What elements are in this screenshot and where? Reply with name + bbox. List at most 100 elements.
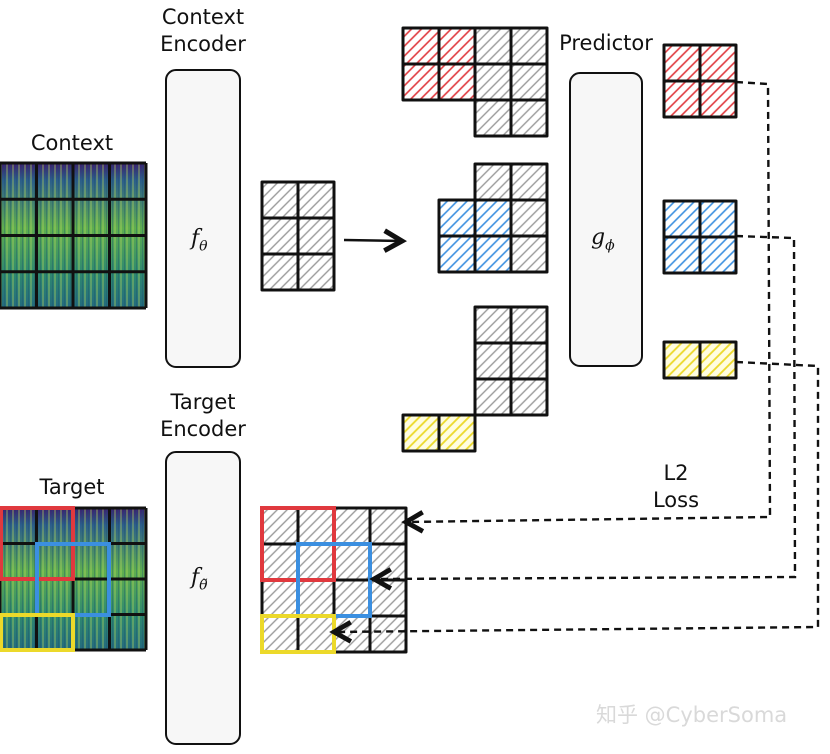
l2-loss-label: L2 Loss [640, 460, 712, 514]
predictor-input-yellow-grid-cell [509, 377, 549, 417]
predictor-input-blue-grid-cell [509, 162, 549, 202]
predicted-blue-grid-cell [698, 199, 738, 239]
predictor-input-red-grid-cell [401, 62, 441, 102]
predictor-input-blue-grid-cell [473, 162, 513, 202]
predictor-symbol-sub: ϕ [605, 237, 615, 254]
predicted-red-grid-cell [698, 43, 738, 83]
target-encoder-label-line1: Target [170, 390, 236, 414]
context-encoder-label-line1: Context [161, 5, 245, 29]
predictor-input-yellow-grid-cell [509, 341, 549, 381]
context-encoder-symbol-base: f [191, 226, 200, 251]
predictor-symbol-base: g [591, 225, 606, 250]
context-embedding-grid-cell [260, 216, 300, 256]
patch-grids [260, 26, 738, 654]
l2-loss-label-line1: L2 [663, 461, 689, 485]
predictor-input-red-grid-cell [509, 26, 549, 66]
target-embedding-grid-cell [260, 542, 300, 582]
predictor-input-red-grid-cell [509, 62, 549, 102]
target-embedding-grid-cell [260, 578, 300, 618]
target-encoder-box [165, 451, 241, 745]
predicted-blue-grid-cell [662, 235, 702, 275]
target-encoder-symbol: fθ̃ [191, 565, 208, 593]
predictor-box [569, 72, 643, 367]
target-embedding-grid-cell [332, 542, 372, 582]
target-encoder-label: Target Encoder [145, 389, 261, 443]
l2-loss-label-line2: Loss [652, 488, 700, 512]
predicted-red-grid-cell [698, 79, 738, 119]
predictor-input-yellow-grid-cell [473, 341, 513, 381]
predicted-red-grid-cell [662, 43, 702, 83]
target-embedding-grid-cell [260, 506, 300, 546]
context-embedding-grid [260, 180, 336, 292]
predictor-input-red-grid-cell [473, 62, 513, 102]
predictor-input-red-grid-cell [437, 26, 477, 66]
context-embedding-grid-cell [296, 216, 336, 256]
context-embedding-grid-cell [260, 180, 300, 220]
predictor-input-red-grid-cell [437, 62, 477, 102]
predicted-blue-grid-cell [698, 235, 738, 275]
loss-arrows [334, 80, 820, 632]
predictor-input-red-grid-cell [473, 98, 513, 138]
target-embedding-grid-cell [332, 506, 372, 546]
target-embedding-grid-cell [368, 542, 408, 582]
context-encoder-symbol-sub: θ [199, 238, 208, 255]
predictor-input-yellow-grid-cell [473, 377, 513, 417]
predictor-input-yellow-grid-cell [473, 305, 513, 345]
blue-loss-arrow [374, 234, 797, 579]
predictor-input-blue-grid [437, 162, 549, 274]
context-embedding-grid-cell [296, 180, 336, 220]
context-encoder-symbol: fθ [191, 226, 208, 254]
target-spectrogram-yellow-highlight [0, 613, 75, 652]
context-encoder-label: Context Encoder [145, 4, 261, 58]
target-label: Target [39, 475, 105, 499]
predictor-input-blue-grid-cell [437, 234, 477, 274]
target-embedding-grid-cell [368, 578, 408, 618]
context-encoder-label-line2: Encoder [160, 32, 246, 56]
context-to-predictor-arrow [343, 240, 402, 241]
predicted-red-grid [662, 43, 738, 119]
predictor-label: Predictor [559, 31, 653, 55]
predicted-yellow-grid [662, 340, 738, 380]
predictor-input-blue-grid-cell [473, 198, 513, 238]
target-embedding-grid-cell [368, 614, 408, 654]
target-embedding-grid-cell [368, 506, 408, 546]
predictor-input-blue-grid-cell [509, 234, 549, 274]
target-encoder-label-line2: Encoder [160, 417, 246, 441]
predictor-input-red-grid-cell [473, 26, 513, 66]
predictor-input-red-grid-cell [401, 26, 441, 66]
predicted-yellow-grid-cell [698, 340, 738, 380]
context-label: Context [30, 131, 114, 155]
target-encoder-symbol-base: f [191, 565, 200, 590]
target-embedding-grid-cell [260, 614, 300, 654]
predictor-input-blue-grid-cell [437, 198, 477, 238]
red-loss-arrow [406, 80, 772, 522]
predicted-red-grid-cell [662, 79, 702, 119]
predicted-blue-grid [662, 199, 738, 275]
predictor-input-blue-grid-cell [509, 198, 549, 238]
predictor-input-red-grid-cell [509, 98, 549, 138]
predictor-input-yellow-grid-cell [401, 413, 441, 453]
predicted-yellow-grid-cell [662, 340, 702, 380]
predictor-input-yellow-grid [401, 305, 549, 453]
predicted-blue-grid-cell [662, 199, 702, 239]
target-embedding-grid-cell [296, 614, 336, 654]
target-embedding-grid-cell [332, 578, 372, 618]
predictor-input-yellow-grid-cell [437, 413, 477, 453]
context-embedding-grid-cell [260, 252, 300, 292]
watermark: 知乎 @CyberSoma [596, 703, 788, 727]
predictor-symbol: gϕ [591, 225, 615, 253]
target-embedding-grid-cell [296, 506, 336, 546]
predictor-input-yellow-grid-cell [509, 305, 549, 345]
target-encoder-symbol-sub: θ̃ [199, 577, 208, 594]
target-embedding-grid-cell [332, 614, 372, 654]
predictor-input-blue-grid-cell [473, 234, 513, 274]
context-encoder-box [165, 69, 241, 368]
spectrogram-grids [0, 161, 148, 652]
target-embedding-grid-cell [296, 542, 336, 582]
context-spectrogram-grid [0, 161, 148, 310]
target-embedding-grid-cell [296, 578, 336, 618]
context-embedding-grid-cell [296, 252, 336, 292]
predictor-input-red-grid [401, 26, 549, 138]
